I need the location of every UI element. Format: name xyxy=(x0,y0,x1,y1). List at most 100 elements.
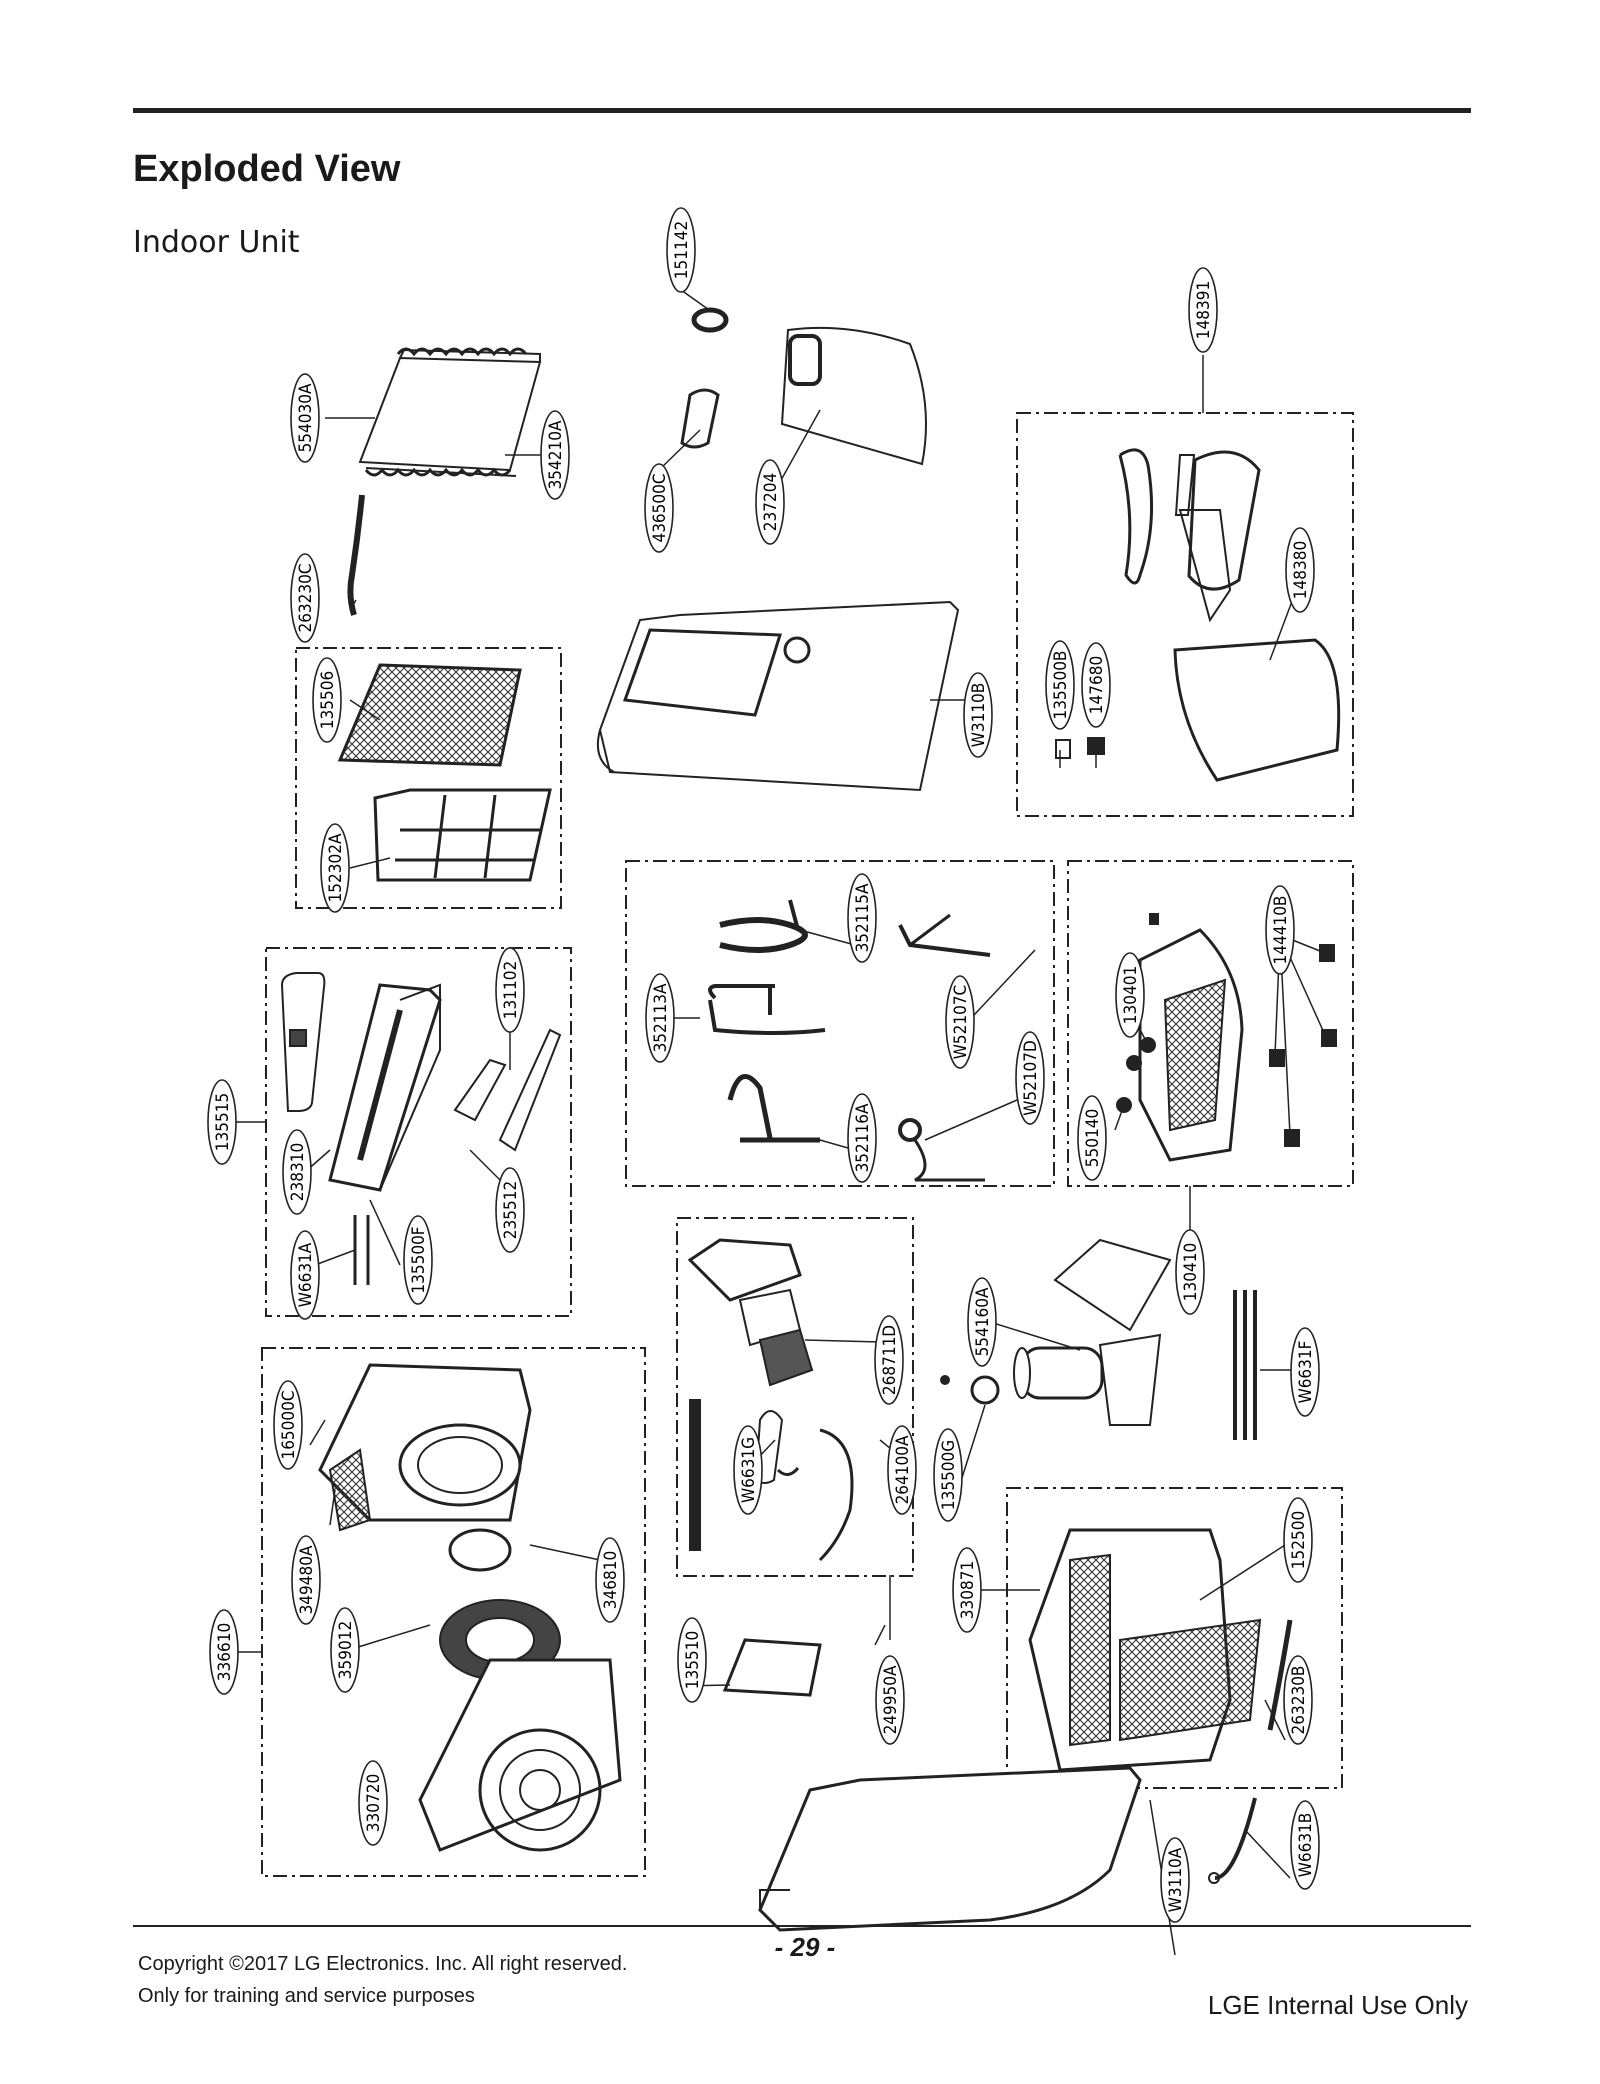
top-cover-drawing xyxy=(780,326,927,466)
footer-copyright-block: Copyright ©2017 LG Electronics. Inc. All… xyxy=(138,1948,627,2012)
part-label-151142: 151142 xyxy=(666,207,696,293)
part-label-148391: 148391 xyxy=(1188,267,1218,353)
footer-copyright: Copyright ©2017 LG Electronics. Inc. All… xyxy=(138,1953,628,1975)
part-label-330871: 330871 xyxy=(952,1547,982,1633)
svg-text:W52107C: W52107C xyxy=(951,985,971,1059)
svg-text:W6631G: W6631G xyxy=(739,1437,759,1503)
svg-text:144410B: 144410B xyxy=(1271,896,1291,965)
part-label-152500: 152500 xyxy=(1283,1497,1313,1583)
svg-text:W52107D: W52107D xyxy=(1021,1040,1041,1116)
svg-text:W3110B: W3110B xyxy=(969,683,989,748)
part-label-554030A: 554030A xyxy=(290,373,320,463)
svg-text:148391: 148391 xyxy=(1194,281,1214,339)
part-label-238310: 238310 xyxy=(282,1129,312,1215)
svg-text:352115A: 352115A xyxy=(853,883,873,952)
part-label-554160A: 554160A xyxy=(967,1277,997,1367)
piping-drawing xyxy=(708,899,991,1182)
svg-text:346810: 346810 xyxy=(601,1551,621,1609)
cabinet-lower-drawing xyxy=(758,1766,1142,1932)
group-frame-electrical xyxy=(676,1217,914,1577)
svg-text:W3110A: W3110A xyxy=(1166,1847,1186,1912)
electrical-box-drawing xyxy=(687,1238,854,1562)
group-frames xyxy=(261,412,1354,1877)
top-rule xyxy=(133,108,1471,113)
svg-text:135500G: 135500G xyxy=(939,1440,959,1510)
part-labels: 151142 554030A 354210A 436500C 237204 14… xyxy=(207,207,1320,1923)
svg-text:W6631B: W6631B xyxy=(1296,1813,1316,1878)
part-label-147680: 147680 xyxy=(1081,642,1111,728)
svg-text:135506: 135506 xyxy=(318,671,338,729)
part-label-354210A: 354210A xyxy=(540,410,570,500)
group-frame-piping xyxy=(625,860,1055,1187)
part-label-330720: 330720 xyxy=(358,1760,388,1846)
part-label-131102: 131102 xyxy=(495,947,525,1033)
page-title: Exploded View xyxy=(133,148,401,190)
chassis-drawing xyxy=(1028,1528,1293,1772)
part-label-359012: 359012 xyxy=(330,1607,360,1693)
svg-text:263230B: 263230B xyxy=(1289,1666,1309,1735)
svg-text:336610: 336610 xyxy=(215,1623,235,1681)
control-panel-drawing xyxy=(280,972,562,1285)
svg-text:349480A: 349480A xyxy=(297,1545,317,1614)
page-subtitle: Indoor Unit xyxy=(133,225,300,260)
part-label-135506: 135506 xyxy=(312,657,342,743)
drain-tray-drawing xyxy=(1116,913,1337,1162)
svg-text:238310: 238310 xyxy=(288,1143,308,1201)
svg-text:135515: 135515 xyxy=(213,1093,233,1151)
svg-text:237204: 237204 xyxy=(761,473,781,531)
page-number: - 29 - xyxy=(774,1932,836,1962)
part-label-130410: 130410 xyxy=(1175,1229,1205,1315)
filter-mesh-drawing xyxy=(337,663,552,882)
blower-assembly-drawing xyxy=(318,1363,622,1852)
svg-text:554030A: 554030A xyxy=(296,383,316,452)
footer-internal-use: LGE Internal Use Only xyxy=(1207,1990,1468,2020)
part-label-336610: 336610 xyxy=(209,1609,239,1695)
part-label-268711D: 268711D xyxy=(874,1315,904,1405)
svg-text:165000C: 165000C xyxy=(279,1390,299,1459)
part-label-346810: 346810 xyxy=(595,1537,625,1623)
svg-text:151142: 151142 xyxy=(672,221,692,279)
part-label-144410B: 144410B xyxy=(1265,885,1295,975)
part-label-264100A: 264100A xyxy=(887,1425,917,1515)
svg-text:W6631F: W6631F xyxy=(1296,1341,1316,1404)
svg-text:135500F: 135500F xyxy=(409,1226,429,1293)
part-label-436500C: 436500C xyxy=(644,463,674,553)
part-label-135500G: 135500G xyxy=(933,1428,963,1522)
part-label-352116A: 352116A xyxy=(847,1093,877,1183)
duct-cap-drawing xyxy=(680,388,720,449)
svg-text:268711D: 268711D xyxy=(880,1325,900,1395)
part-label-W3110A: W3110A xyxy=(1160,1837,1190,1923)
part-label-249950A: 249950A xyxy=(875,1655,905,1745)
evaporator-coil-drawing xyxy=(358,347,542,477)
svg-text:330720: 330720 xyxy=(364,1774,384,1832)
svg-text:147680: 147680 xyxy=(1087,656,1107,714)
part-label-237204: 237204 xyxy=(755,459,785,545)
svg-text:352113A: 352113A xyxy=(651,983,671,1052)
part-label-135515: 135515 xyxy=(207,1079,237,1165)
group-frame-blower xyxy=(261,1347,646,1877)
part-drawings xyxy=(280,307,1341,1932)
part-label-349480A: 349480A xyxy=(291,1535,321,1625)
part-label-152302A: 152302A xyxy=(320,823,350,913)
part-label-W3110B: W3110B xyxy=(963,672,993,758)
group-frame-control-panel xyxy=(265,947,572,1317)
part-label-W52107C: W52107C xyxy=(945,975,975,1069)
svg-text:152500: 152500 xyxy=(1289,1511,1309,1569)
svg-text:436500C: 436500C xyxy=(650,473,670,542)
part-label-135500F: 135500F xyxy=(403,1215,433,1305)
svg-text:235512: 235512 xyxy=(501,1181,521,1239)
svg-text:249950A: 249950A xyxy=(881,1665,901,1734)
fan-motor-drawing xyxy=(940,1333,1162,1426)
svg-text:131102: 131102 xyxy=(501,961,521,1019)
svg-text:354210A: 354210A xyxy=(546,420,566,489)
part-label-W52107D: W52107D xyxy=(1015,1031,1045,1125)
svg-text:135510: 135510 xyxy=(683,1631,703,1689)
cabinet-upper-drawing xyxy=(596,600,960,792)
svg-text:550140: 550140 xyxy=(1083,1109,1103,1167)
part-label-W6631A: W6631A xyxy=(290,1230,320,1320)
part-label-W6631F: W6631F xyxy=(1290,1327,1320,1417)
part-label-W6631G: W6631G xyxy=(733,1425,763,1515)
door-frame-drawing xyxy=(1055,448,1341,782)
svg-text:554160A: 554160A xyxy=(973,1287,993,1356)
